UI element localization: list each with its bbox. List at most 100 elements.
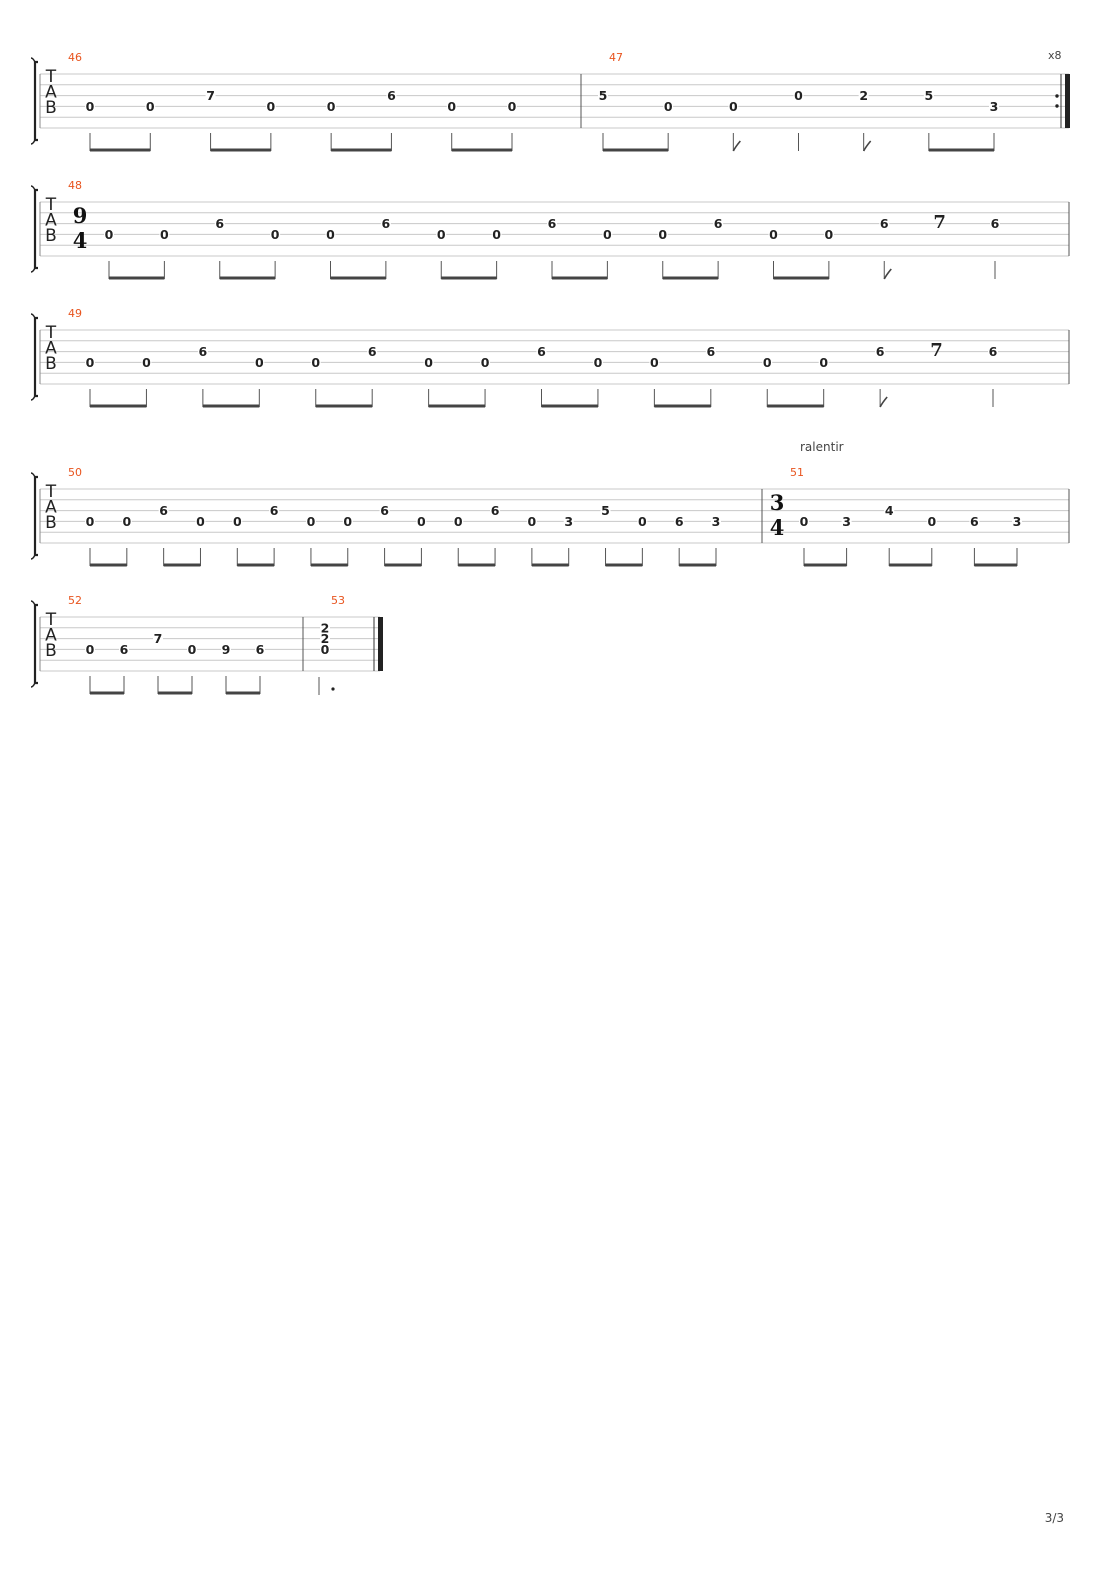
fret-number: 0 <box>86 99 95 114</box>
fret-number: 0 <box>664 99 673 114</box>
fret-mask <box>989 100 999 112</box>
fret-number: 3 <box>1013 514 1022 529</box>
fret-number: 9 <box>222 642 231 657</box>
tab-clef-letter: B <box>45 98 57 118</box>
fret-number: 0 <box>794 88 803 103</box>
fret-mask <box>325 228 336 240</box>
fret-number: 0 <box>142 355 151 370</box>
barline-thick <box>1065 74 1070 128</box>
note-beam <box>310 563 348 567</box>
fret-mask <box>121 515 132 527</box>
fret-number: 0 <box>86 355 95 370</box>
fret-number: 0 <box>927 514 936 529</box>
fret-number: 0 <box>763 355 772 370</box>
fret-mask <box>879 217 890 229</box>
fret-number: 7 <box>154 631 163 646</box>
time-signature-bottom: 4 <box>770 515 785 540</box>
tab-clef-letter: A <box>45 626 57 646</box>
repeat-dot <box>1055 104 1059 108</box>
tab-clef-letter: A <box>45 211 57 231</box>
fret-number: 0 <box>86 642 95 657</box>
fret-mask <box>969 515 980 527</box>
tab-clef-letter: T <box>45 323 57 343</box>
time-signature-top: 9 <box>73 203 88 228</box>
fret-number: 5 <box>924 88 933 103</box>
fret-mask <box>85 643 95 655</box>
note-beam <box>237 563 275 567</box>
fret-mask <box>1012 515 1022 527</box>
note-beam <box>202 404 260 408</box>
note-beam <box>974 563 1017 567</box>
note-beam <box>928 148 994 152</box>
fret-number: 2 <box>321 620 330 635</box>
fret-mask <box>254 356 265 368</box>
note-beam <box>90 148 151 152</box>
tab-clef-letter: T <box>45 195 57 215</box>
fret-number: 3 <box>990 99 999 114</box>
note-beam <box>541 404 598 408</box>
fret-number: 5 <box>599 88 608 103</box>
fret-mask <box>858 89 869 101</box>
time-signature-bottom: 4 <box>73 228 88 253</box>
note-beam <box>773 276 829 280</box>
note-beam <box>330 276 386 280</box>
system-bracket <box>33 316 38 398</box>
fret-mask <box>379 504 390 516</box>
fret-mask <box>762 356 773 368</box>
note-beam <box>428 404 486 408</box>
tab-clef-letter: A <box>45 83 57 103</box>
tab-clef-letter: T <box>45 67 57 87</box>
fret-number: 0 <box>196 514 205 529</box>
fret-mask <box>197 345 208 357</box>
fret-number: 0 <box>481 355 490 370</box>
fret-number: 4 <box>885 503 894 518</box>
system-bracket <box>33 60 38 142</box>
fret-number: 6 <box>970 514 979 529</box>
measure-number: 51 <box>790 466 804 479</box>
note-beam <box>384 563 422 567</box>
fret-mask <box>320 632 330 644</box>
fret-mask <box>342 515 353 527</box>
note-beam <box>767 404 824 408</box>
fret-number: 0 <box>271 227 280 242</box>
fret-mask <box>269 504 280 516</box>
fret-number: 6 <box>675 514 684 529</box>
fret-mask <box>884 504 895 516</box>
fret-mask <box>145 100 156 112</box>
fret-mask <box>453 515 464 527</box>
fret-mask <box>326 100 337 112</box>
fret-mask <box>923 89 934 101</box>
measure-number: 48 <box>68 179 82 192</box>
bracket-hook <box>30 57 36 145</box>
fret-number: 0 <box>638 514 647 529</box>
fret-number: 0 <box>311 355 320 370</box>
fret-mask <box>592 356 603 368</box>
fret-mask <box>711 515 721 527</box>
fret-number: 0 <box>454 514 463 529</box>
fret-mask <box>563 515 574 527</box>
fret-mask <box>232 515 243 527</box>
note-beam <box>331 148 392 152</box>
fret-mask <box>713 217 724 229</box>
fret-mask <box>119 643 129 655</box>
fret-mask <box>490 504 501 516</box>
tab-clef-letter: T <box>45 610 57 630</box>
system-bracket <box>33 188 38 270</box>
tempo-annotation: ralentir <box>800 440 844 454</box>
final-barline-thick <box>378 617 383 671</box>
page-number: 3/3 <box>1044 1511 1064 1525</box>
fret-number: 0 <box>769 227 778 242</box>
fret-number: 3 <box>842 514 851 529</box>
fret-number: 6 <box>537 344 546 359</box>
fret-number: 0 <box>800 514 809 529</box>
fret-number: 0 <box>307 514 316 529</box>
fret-mask <box>270 228 281 240</box>
note-beam <box>889 563 932 567</box>
note-beam <box>158 691 192 695</box>
note-beam <box>210 148 271 152</box>
fret-number: 6 <box>880 216 889 231</box>
fret-mask <box>526 515 537 527</box>
bracket-hook <box>30 313 36 401</box>
fret-mask <box>205 89 216 101</box>
fret-number: 0 <box>594 355 603 370</box>
